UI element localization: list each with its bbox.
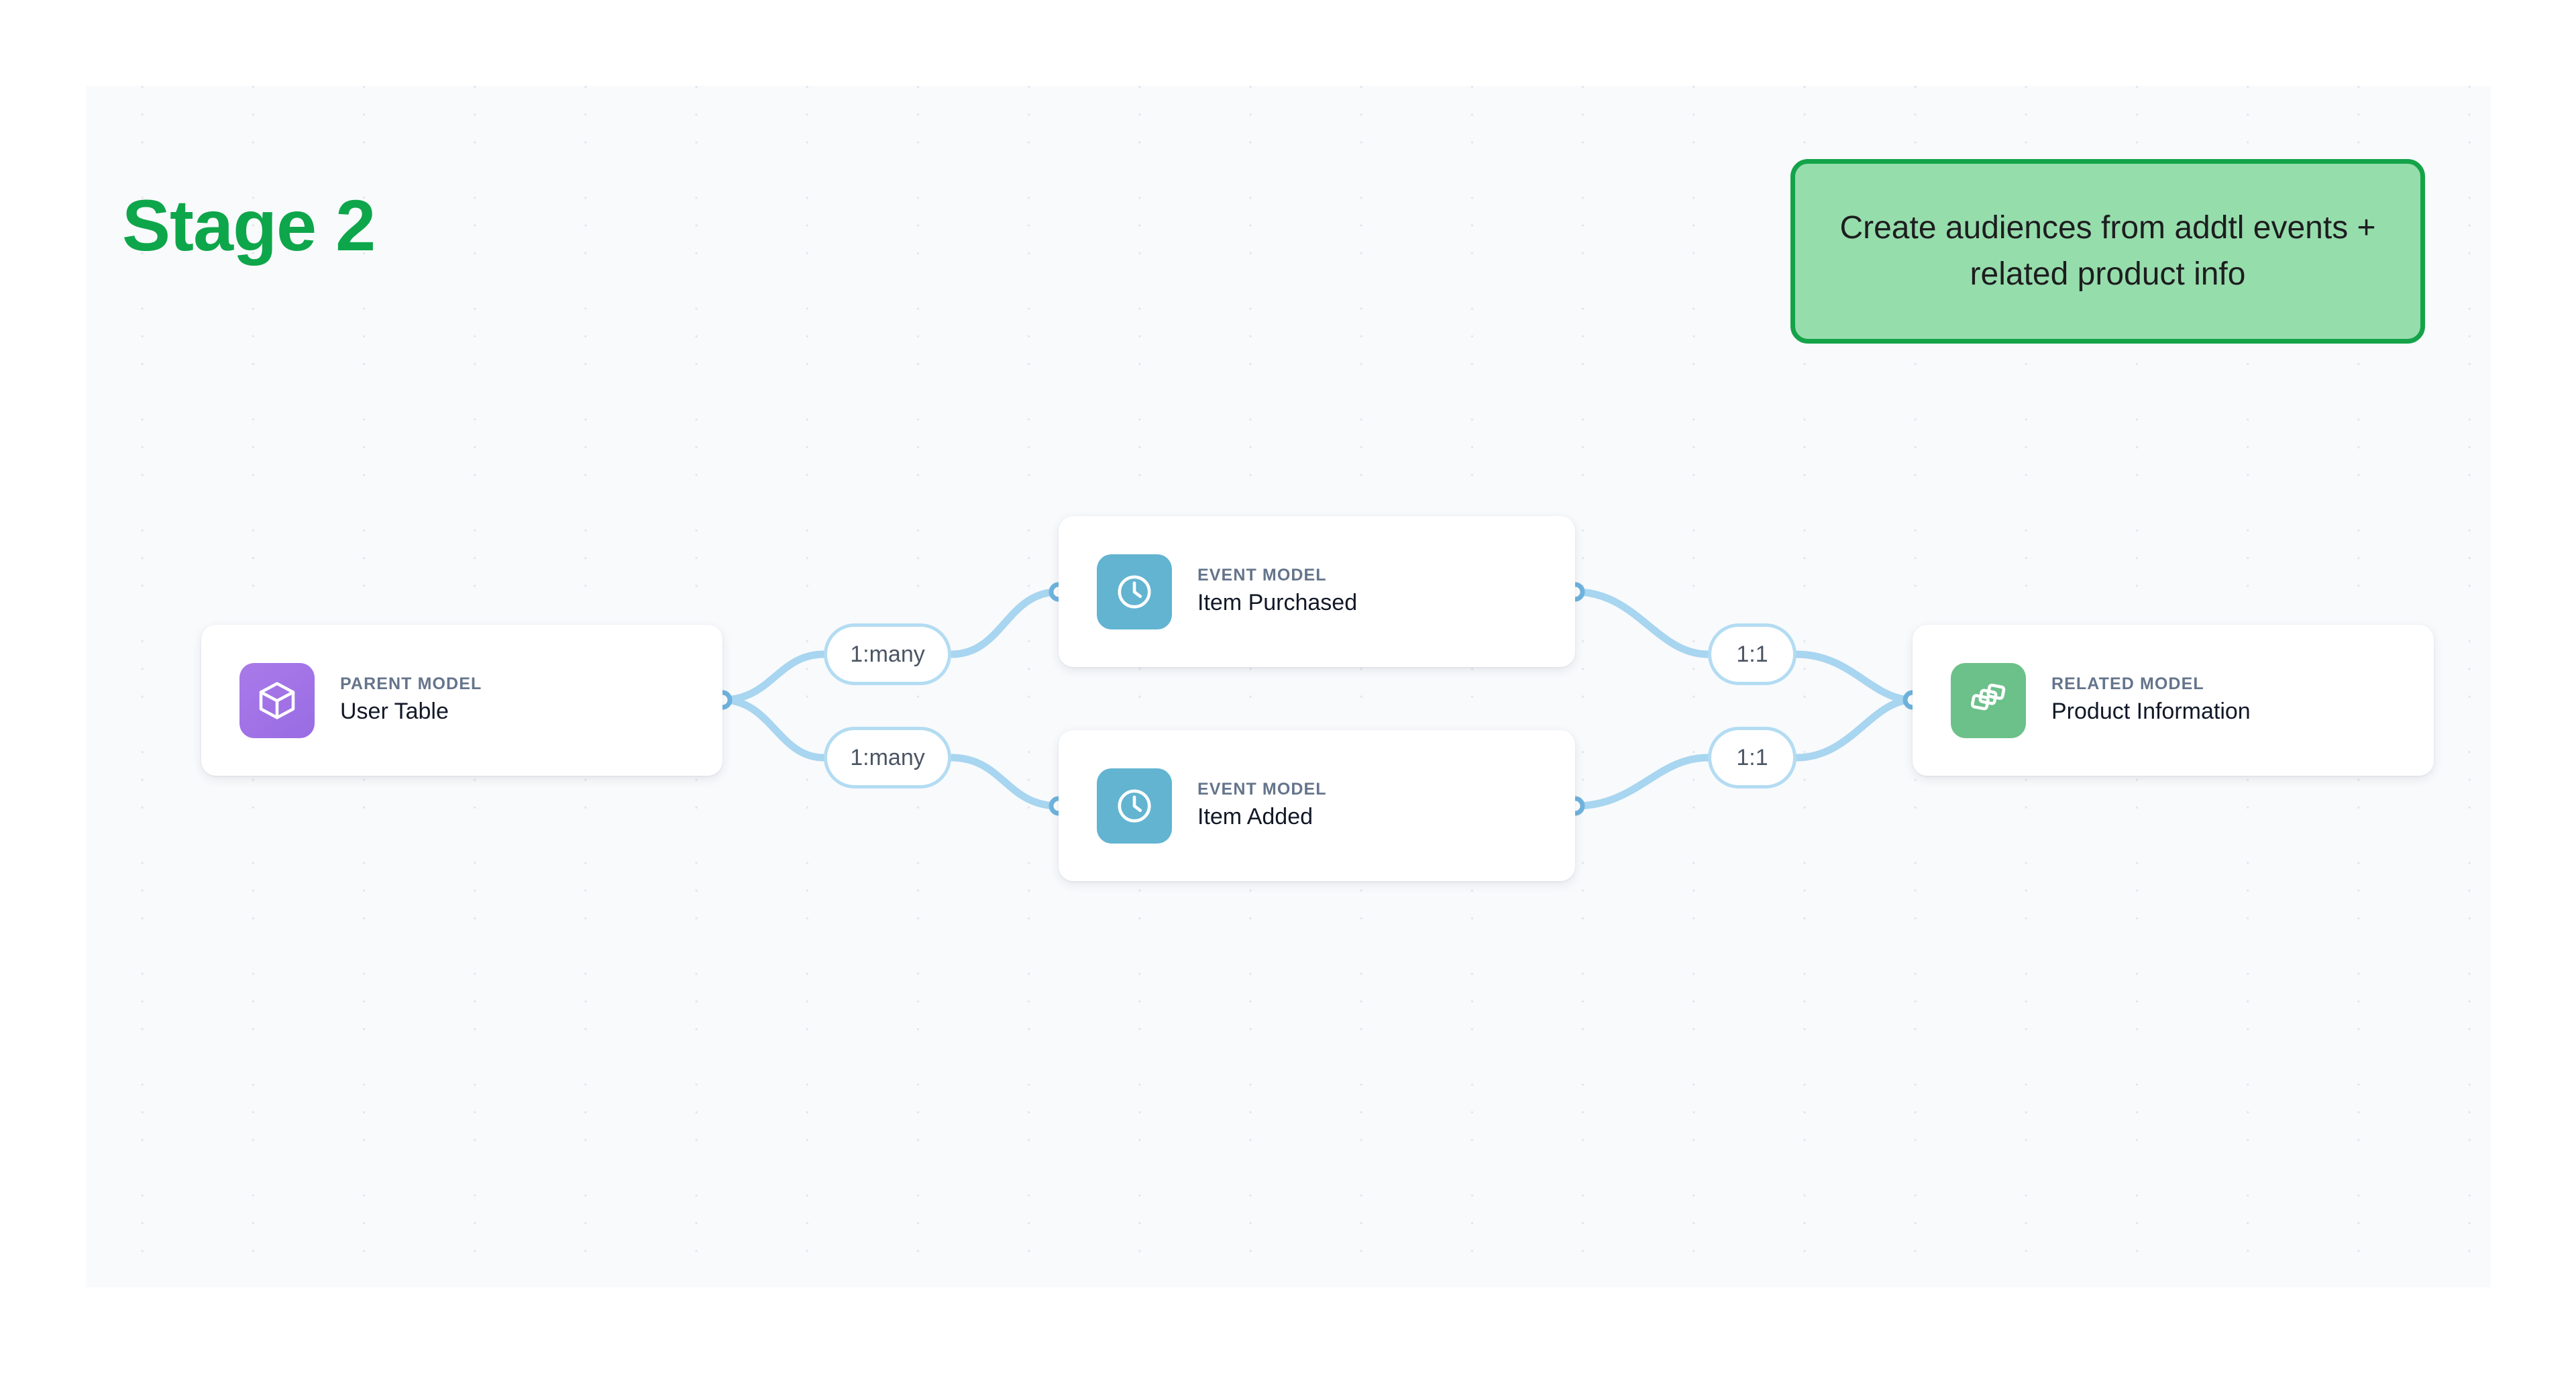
callout-text: Create audiences from addtl events + rel… xyxy=(1839,210,2376,292)
node-related-title: Product Information xyxy=(2051,699,2251,725)
node-event1-title: Item Purchased xyxy=(1197,590,1358,616)
node-event1-eyebrow: EVENT MODEL xyxy=(1197,565,1327,584)
node-event1-text: EVENT MODEL Item Purchased xyxy=(1197,565,1357,619)
layers-icon xyxy=(1951,662,2026,738)
node-event2-eyebrow: EVENT MODEL xyxy=(1197,779,1327,799)
stage-title: Stage 2 xyxy=(122,185,376,266)
edge-label-event1-related[interactable]: 1:1 xyxy=(1708,623,1796,685)
node-parent-model[interactable]: PARENT MODEL User Table xyxy=(201,625,722,776)
clock-icon xyxy=(1097,554,1172,629)
edge-label-parent-event1[interactable]: 1:many xyxy=(824,623,951,685)
node-parent-text: PARENT MODEL User Table xyxy=(340,674,482,727)
node-related-text: RELATED MODEL Product Information xyxy=(2051,674,2251,727)
node-event2-title: Item Added xyxy=(1197,804,1313,830)
node-related-eyebrow: RELATED MODEL xyxy=(2051,674,2204,693)
edge-label-event2-related[interactable]: 1:1 xyxy=(1708,727,1796,789)
node-event2-text: EVENT MODEL Item Added xyxy=(1197,779,1327,833)
node-event-model-item-purchased[interactable]: EVENT MODEL Item Purchased xyxy=(1059,516,1575,667)
clock-icon xyxy=(1097,768,1172,844)
cube-icon xyxy=(239,662,315,738)
callout-box: Create audiences from addtl events + rel… xyxy=(1790,159,2425,344)
edge-label-parent-event2[interactable]: 1:many xyxy=(824,727,951,789)
node-related-model[interactable]: RELATED MODEL Product Information xyxy=(1913,625,2434,776)
node-parent-eyebrow: PARENT MODEL xyxy=(340,674,482,693)
node-parent-title: User Table xyxy=(340,699,449,725)
node-event-model-item-added[interactable]: EVENT MODEL Item Added xyxy=(1059,730,1575,881)
